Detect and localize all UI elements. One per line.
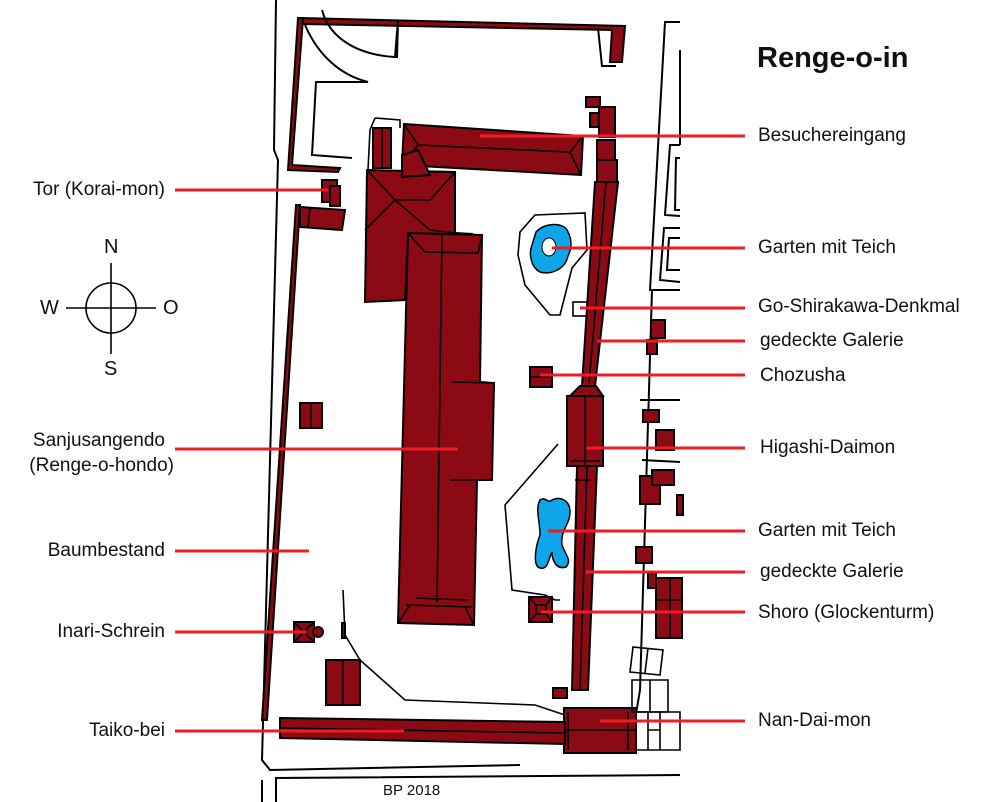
label-besuchereingang: Besuchereingang [758,125,906,146]
label-go-shirakawa-denkmal: Go-Shirakawa-Denkmal [758,296,960,317]
label-baumbestand: Baumbestand [47,540,165,561]
label-gedeckte-galerie-north: gedeckte Galerie [760,330,904,351]
compass-south-label: S [104,358,118,380]
label-inari-schrein: Inari-Schrein [57,621,165,642]
label-higashi-daimon: Higashi-Daimon [760,437,896,458]
map-title: Renge-o-in [757,42,909,74]
leader-lines [175,134,745,733]
label-renge-o-hondo: (Renge-o-hondo) [29,455,174,476]
label-chozusha: Chozusha [760,365,846,386]
compass-rose [66,263,156,354]
east-parcels [629,646,681,751]
map-credit: BP 2018 [383,782,441,799]
garden-north [517,212,588,317]
compass-west-label: W [40,297,59,319]
label-tor-korai-mon: Tor (Korai-mon) [33,179,165,200]
label-garten-mit-teich-north: Garten mit Teich [758,237,896,258]
label-gedeckte-galerie-south: gedeckte Galerie [760,561,904,582]
compass-east-label: O [163,297,179,319]
label-taiko-bei: Taiko-bei [88,720,165,741]
garden-south [504,443,571,601]
compound-wall [260,9,627,721]
label-shoro: Shoro (Glockenturm) [758,602,935,623]
compass-north-label: N [104,236,119,258]
label-nan-dai-mon: Nan-Dai-mon [758,710,871,731]
buildings [279,96,684,754]
label-garten-mit-teich-south: Garten mit Teich [758,520,896,541]
label-sanjusangendo: Sanjusangendo [32,430,165,451]
pond-south [534,497,571,569]
